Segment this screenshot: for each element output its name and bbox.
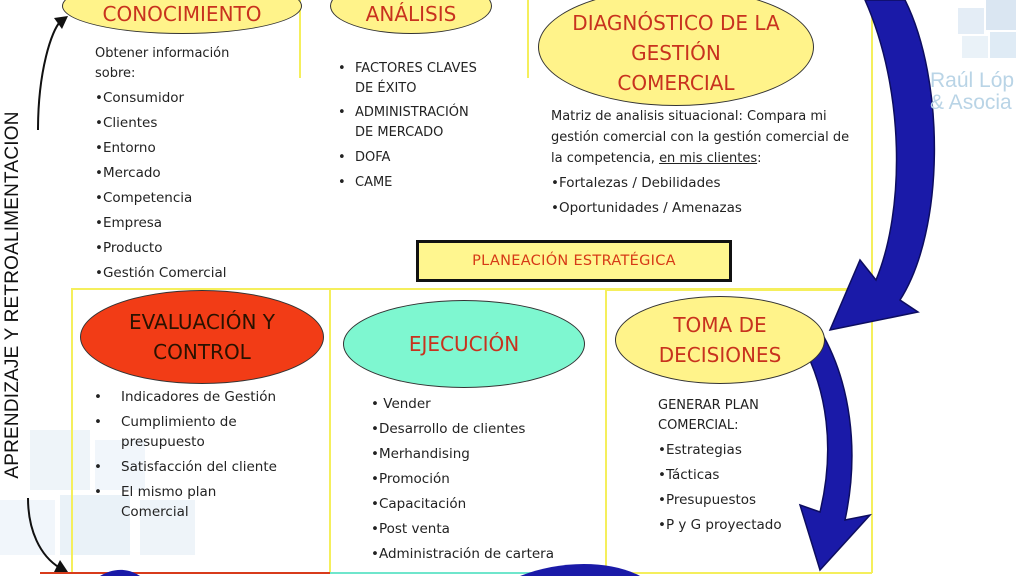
side-label-feedback: APRENDIZAJE Y RETROALIMENTACION bbox=[2, 111, 23, 479]
list-item: •Consumidor bbox=[95, 90, 185, 106]
evaluacion-item-line-2: presupuesto bbox=[121, 434, 205, 450]
analisis-item: • CAME bbox=[338, 173, 518, 193]
diagnostico-title-line-1: DIAGNÓSTICO DE LA bbox=[572, 11, 780, 35]
bullet-icon: • bbox=[338, 61, 346, 76]
analisis-item-line-2: DE ÉXITO bbox=[355, 81, 417, 96]
evaluacion-item: • Satisfacción del cliente bbox=[94, 457, 324, 477]
ejecucion-title: EJECUCIÓN bbox=[408, 332, 520, 356]
analisis-item-line-1: FACTORES CLAVES bbox=[355, 61, 477, 76]
diagnostico-title-line-3: COMERCIAL bbox=[617, 71, 735, 95]
diagnostico-title-line-2: GESTIÓN bbox=[631, 41, 721, 65]
company-logo: Raúl Lóp & Asocia bbox=[930, 70, 1024, 114]
ejecucion-ellipse: EJECUCIÓN bbox=[343, 300, 585, 388]
bullet-icon: • bbox=[338, 105, 346, 120]
diagnostico-content: Matriz de analisis situacional: Compara … bbox=[551, 106, 871, 221]
toma-decisiones-ellipse: TOMA DE DECISIONES bbox=[615, 296, 825, 384]
desc-text: : bbox=[757, 151, 762, 166]
analisis-item-line-2: DE MERCADO bbox=[355, 125, 444, 140]
toma-content: GENERAR PLAN COMERCIAL: •Estrategias •Tá… bbox=[658, 396, 858, 538]
evaluacion-content: • Indicadores de Gestión • Cumplimiento … bbox=[94, 387, 324, 522]
desc-text: la competencia, bbox=[551, 151, 660, 166]
analisis-title: ANÁLISIS bbox=[365, 2, 457, 26]
bullet-icon: • bbox=[94, 484, 102, 500]
list-item: •Merhandising bbox=[371, 446, 470, 462]
feedback-arrow-bottom-icon bbox=[27, 497, 61, 569]
bullet-icon: • bbox=[338, 150, 346, 165]
list-item: •Clientes bbox=[95, 115, 158, 131]
analisis-content: • FACTORES CLAVES DE ÉXITO • ADMINISTRACI… bbox=[338, 59, 518, 193]
toma-list: •Estrategias •Tácticas •Presupuestos •P … bbox=[658, 438, 858, 538]
list-item: •Fortalezas / Debilidades bbox=[551, 175, 721, 191]
analisis-item: • DOFA bbox=[338, 148, 518, 168]
list-item: •Oportunidades / Amenazas bbox=[551, 200, 742, 216]
diagnostico-desc-line-2: gestión comercial con la gestión comerci… bbox=[551, 130, 850, 145]
conocimiento-content: Obtener información sobre: •Consumidor •… bbox=[95, 44, 305, 286]
evaluacion-item: • Cumplimiento de presupuesto bbox=[94, 412, 324, 452]
toma-title-line-1: TOMA DE bbox=[673, 313, 767, 337]
evaluacion-item-line-1: El mismo plan bbox=[121, 484, 217, 500]
planeacion-estrategica-box: PLANEACIÓN ESTRATÉGICA bbox=[416, 240, 732, 282]
list-item: •Mercado bbox=[95, 165, 161, 181]
conocimiento-title: CONOCIMIENTO bbox=[102, 2, 262, 26]
evaluacion-item-line-1: Cumplimiento de bbox=[121, 414, 237, 430]
diagnostico-description: Matriz de analisis situacional: Compara … bbox=[551, 106, 871, 169]
toma-intro: GENERAR PLAN COMERCIAL: bbox=[658, 396, 858, 436]
diagnostico-ellipse: DIAGNÓSTICO DE LA GESTIÓN COMERCIAL bbox=[538, 0, 814, 106]
bullet-icon: • bbox=[338, 175, 346, 190]
list-item: •Administración de cartera bbox=[371, 546, 555, 562]
analisis-item-line-1: ADMINISTRACIÓN bbox=[355, 105, 469, 120]
analisis-item: • FACTORES CLAVES DE ÉXITO bbox=[338, 59, 518, 99]
list-item: •Producto bbox=[95, 240, 163, 256]
conocimiento-intro-line-1: Obtener información bbox=[95, 46, 230, 61]
toma-title-line-2: DECISIONES bbox=[658, 343, 782, 367]
list-item: •Capacitación bbox=[371, 496, 467, 512]
list-item: •P y G proyectado bbox=[658, 517, 782, 533]
evaluacion-title-line-1: EVALUACIÓN Y bbox=[129, 310, 275, 334]
toma-intro-line-1: GENERAR PLAN bbox=[658, 398, 759, 413]
logo-line-2: & Asocia bbox=[930, 91, 1012, 114]
evaluacion-item-line-1: Satisfacción del cliente bbox=[121, 459, 277, 475]
list-item: •Competencia bbox=[95, 190, 193, 206]
evaluacion-item-line-2: Comercial bbox=[121, 504, 189, 520]
list-item: •Tácticas bbox=[658, 467, 720, 483]
analisis-item-line-1: DOFA bbox=[355, 150, 391, 165]
bullet-icon: • bbox=[94, 389, 102, 405]
conocimiento-intro: Obtener información sobre: bbox=[95, 44, 305, 84]
evaluacion-title-line-2: CONTROL bbox=[153, 340, 251, 364]
conocimiento-intro-line-2: sobre: bbox=[95, 66, 136, 81]
logo-cubes-icon bbox=[958, 0, 1016, 58]
diagnostico-desc-line-3: la competencia, en mis clientes: bbox=[551, 148, 871, 169]
analisis-item-line-1: CAME bbox=[355, 175, 393, 190]
list-item: •Presupuestos bbox=[658, 492, 757, 508]
list-item: •Entorno bbox=[95, 140, 156, 156]
analisis-item: • ADMINISTRACIÓN DE MERCADO bbox=[338, 103, 518, 143]
list-item: •Desarrollo de clientes bbox=[371, 421, 526, 437]
ejecucion-content: • Vender •Desarrollo de clientes •Merhan… bbox=[371, 392, 601, 567]
evaluacion-item-line-1: Indicadores de Gestión bbox=[121, 389, 277, 405]
list-item: •Gestión Comercial bbox=[95, 265, 227, 281]
diagnostico-list: •Fortalezas / Debilidades •Oportunidades… bbox=[551, 171, 871, 221]
list-item: • Vender bbox=[371, 396, 431, 412]
blue-bottom-arrow-icon bbox=[520, 564, 640, 576]
evaluacion-ellipse: EVALUACIÓN Y CONTROL bbox=[80, 290, 324, 384]
desc-underlined-text: en mis clientes bbox=[659, 151, 758, 166]
blue-lower-arrow-icon bbox=[798, 329, 873, 572]
bullet-icon: • bbox=[94, 459, 102, 475]
list-item: •Estrategias bbox=[658, 442, 742, 458]
conocimiento-list: •Consumidor •Clientes •Entorno •Mercado … bbox=[95, 86, 305, 286]
list-item: •Promoción bbox=[371, 471, 450, 487]
blue-curved-arrow-icon bbox=[828, 0, 936, 332]
logo-line-1: Raúl Lóp bbox=[930, 69, 1015, 92]
diagnostico-desc-line-1: Matriz de analisis situacional: Compara … bbox=[551, 109, 827, 124]
toma-intro-line-2: COMERCIAL: bbox=[658, 418, 739, 433]
list-item: •Empresa bbox=[95, 215, 163, 231]
list-item: •Post venta bbox=[371, 521, 450, 537]
feedback-arrow-top-icon bbox=[37, 21, 61, 131]
planeacion-estrategica-label: PLANEACIÓN ESTRATÉGICA bbox=[472, 253, 676, 269]
evaluacion-item: • Indicadores de Gestión bbox=[94, 387, 324, 407]
bullet-icon: • bbox=[94, 414, 102, 430]
ejecucion-list: • Vender •Desarrollo de clientes •Merhan… bbox=[371, 392, 601, 567]
